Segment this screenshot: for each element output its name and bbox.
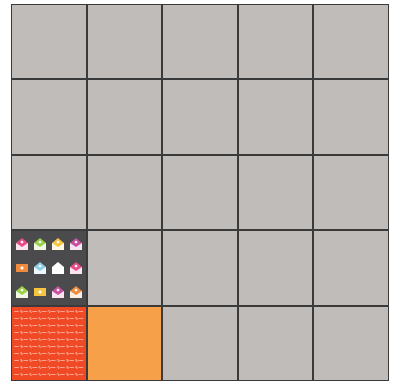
board-cell-empty[interactable] [12,80,86,153]
board-cell-empty[interactable] [163,307,237,380]
handwriting-line: ⁓∿⁓∿⁓∿⁓∿⁓∿⁓∿⁓∿⁓∿ [14,351,84,357]
board-cell-empty[interactable] [12,5,86,78]
board-cell-empty[interactable] [12,156,86,229]
board-cell-empty[interactable] [239,231,313,304]
handwriting-line: ⁓∿⁓∿⁓∿⁓∿⁓∿⁓∿⁓∿⁓∿ [14,309,84,315]
board-cell-empty[interactable] [88,156,162,229]
envelope-icon [69,261,83,275]
handwriting-line: ⁓∿⁓∿⁓∿⁓∿⁓∿⁓∿⁓∿⁓∿ [14,337,84,343]
board-cell-empty[interactable] [88,80,162,153]
board-cell-empty[interactable] [314,156,388,229]
envelope-icon [69,285,83,299]
board-cell-empty[interactable] [239,307,313,380]
board-cell-orange-tile[interactable] [88,307,162,380]
board-cell-empty[interactable] [239,5,313,78]
board-cell-empty[interactable] [239,156,313,229]
board-cell-empty[interactable] [314,231,388,304]
envelope-icon [51,237,65,251]
envelope-icon [15,237,29,251]
board-cell-empty[interactable] [163,156,237,229]
handwriting-line: ⁓∿⁓∿⁓∿⁓∿⁓∿⁓∿⁓∿⁓∿ [14,323,84,329]
board-cell-empty[interactable] [239,80,313,153]
envelope-icon [15,261,29,275]
envelope-icon [33,285,47,299]
envelope-icon [15,285,29,299]
board-cell-empty[interactable] [314,5,388,78]
handwriting-line: ⁓∿⁓∿⁓∿⁓∿⁓∿⁓∿⁓∿⁓∿ [14,344,84,350]
board-cell-empty[interactable] [314,307,388,380]
board-cell-handwriting-tile[interactable]: ⁓∿⁓∿⁓∿⁓∿⁓∿⁓∿⁓∿⁓∿⁓∿⁓∿⁓∿⁓∿⁓∿⁓∿⁓∿⁓∿⁓∿⁓∿⁓∿⁓∿… [12,307,86,380]
envelope-icon [51,285,65,299]
handwriting-line: ⁓∿⁓∿⁓∿⁓∿⁓∿⁓∿⁓∿⁓∿ [14,372,84,378]
handwriting-pattern: ⁓∿⁓∿⁓∿⁓∿⁓∿⁓∿⁓∿⁓∿⁓∿⁓∿⁓∿⁓∿⁓∿⁓∿⁓∿⁓∿⁓∿⁓∿⁓∿⁓∿… [14,309,84,378]
board-cell-empty[interactable] [314,80,388,153]
game-board: ⁓∿⁓∿⁓∿⁓∿⁓∿⁓∿⁓∿⁓∿⁓∿⁓∿⁓∿⁓∿⁓∿⁓∿⁓∿⁓∿⁓∿⁓∿⁓∿⁓∿… [11,4,389,381]
board-cell-empty[interactable] [88,5,162,78]
envelope-icon [69,237,83,251]
board-cell-empty[interactable] [163,231,237,304]
board-cell-envelope-tile[interactable] [12,231,86,304]
board-cell-empty[interactable] [163,5,237,78]
envelope-icon [33,261,47,275]
handwriting-line: ⁓∿⁓∿⁓∿⁓∿⁓∿⁓∿⁓∿⁓∿ [14,330,84,336]
board-cell-empty[interactable] [163,80,237,153]
envelope-pattern [12,231,86,304]
board-cell-empty[interactable] [88,231,162,304]
envelope-icon [33,237,47,251]
handwriting-line: ⁓∿⁓∿⁓∿⁓∿⁓∿⁓∿⁓∿⁓∿ [14,365,84,371]
envelope-icon [51,261,65,275]
handwriting-line: ⁓∿⁓∿⁓∿⁓∿⁓∿⁓∿⁓∿⁓∿ [14,316,84,322]
handwriting-line: ⁓∿⁓∿⁓∿⁓∿⁓∿⁓∿⁓∿⁓∿ [14,358,84,364]
